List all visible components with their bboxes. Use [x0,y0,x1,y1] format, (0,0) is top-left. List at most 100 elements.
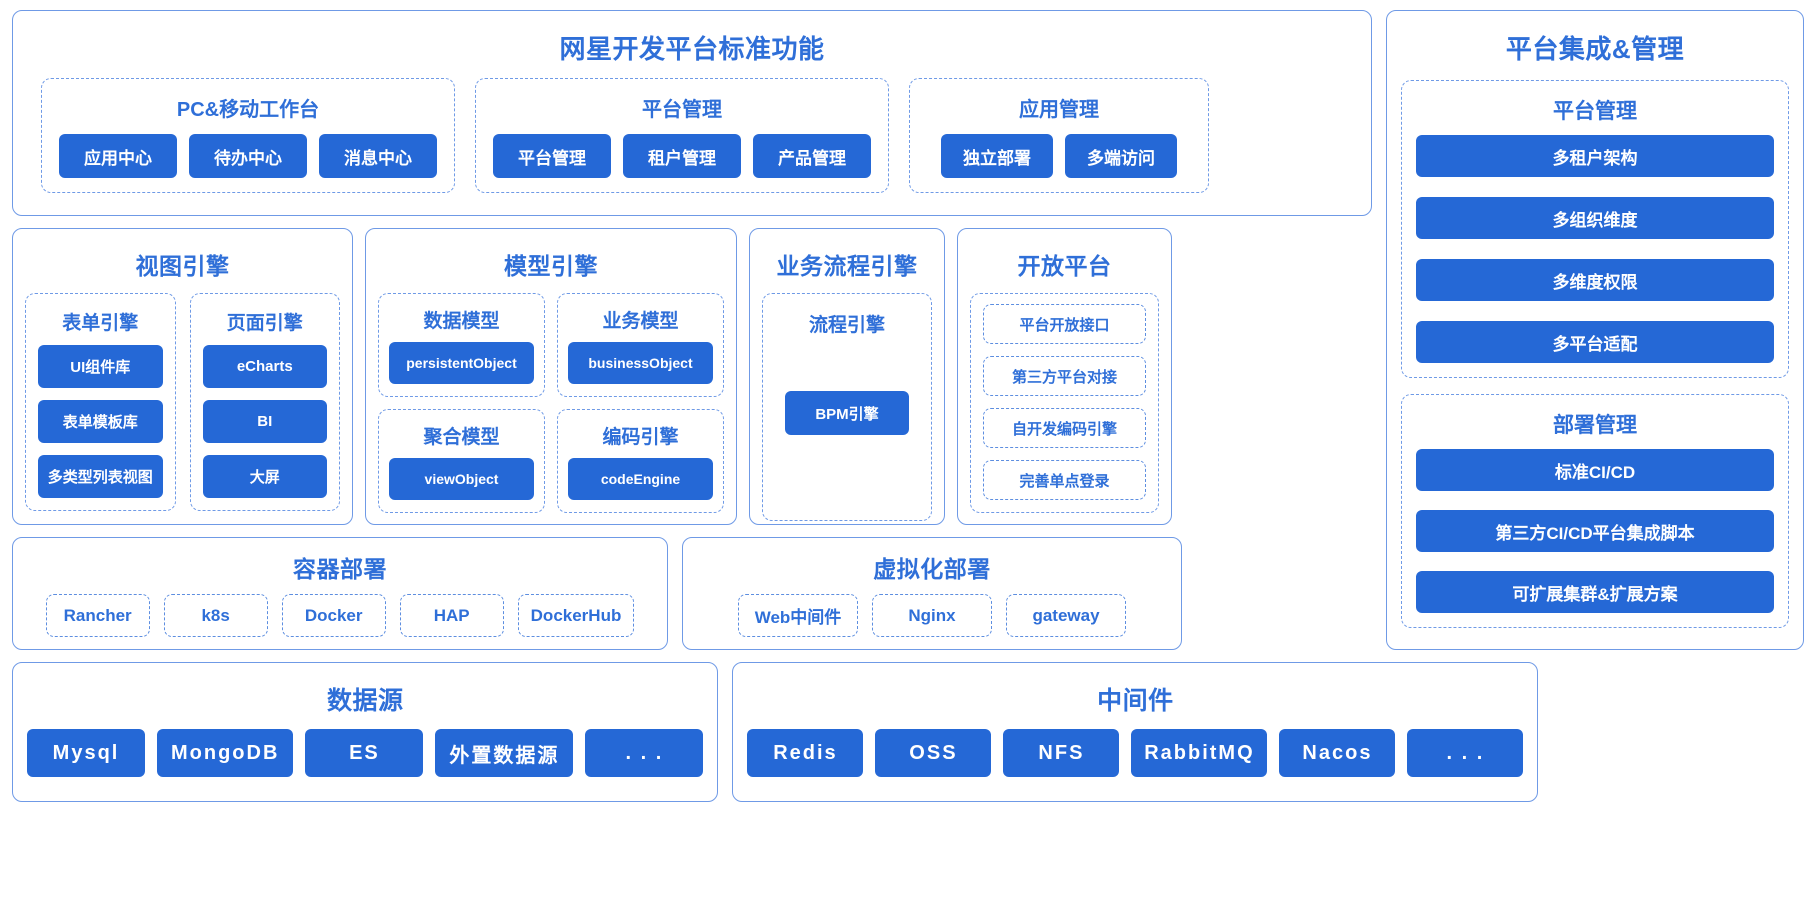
chip-platform-open-api[interactable]: 平台开放接口 [983,304,1146,344]
chip-mongodb[interactable]: MongoDB [157,729,294,777]
datasource-panel: 数据源 Mysql MongoDB ES 外置数据源 . . . [12,662,719,802]
group-integration-platform-management: 平台管理 多租户架构 多组织维度 多维度权限 多平台适配 [1401,80,1789,378]
datasource-chips: Mysql MongoDB ES 外置数据源 . . . [27,729,704,777]
chip-es[interactable]: ES [305,729,424,777]
chip-business-object[interactable]: businessObject [568,342,713,384]
chip-product-management[interactable]: 产品管理 [753,134,871,178]
group-application-management-title: 应用管理 [1019,99,1099,121]
standard-functions-panel: 网星开发平台标准功能 PC&移动工作台 应用中心 待办中心 消息中心 平台管理 … [12,10,1372,216]
container-deploy-chips: Rancher k8s Docker HAP DockerHub [27,594,653,637]
chip-middleware-more[interactable]: . . . [1407,729,1524,777]
model-engine-groups: 数据模型 persistentObject 业务模型 businessObjec… [378,293,724,513]
chip-bpm-engine[interactable]: BPM引擎 [785,391,909,435]
chip-ui-component-library[interactable]: UI组件库 [38,345,163,388]
chip-web-middleware[interactable]: Web中间件 [738,594,858,637]
chip-rancher[interactable]: Rancher [45,594,150,637]
open-platform-title: 开放平台 [1017,253,1112,279]
datasource-title: 数据源 [326,687,404,715]
model-engine-panel: 模型引擎 数据模型 persistentObject 业务模型 business… [365,228,737,525]
chip-rabbitmq[interactable]: RabbitMQ [1131,729,1268,777]
chip-multi-type-list-view[interactable]: 多类型列表视图 [38,455,163,498]
chip-message-center[interactable]: 消息中心 [319,134,437,178]
chip-app-center[interactable]: 应用中心 [59,134,177,178]
left-column: 网星开发平台标准功能 PC&移动工作台 应用中心 待办中心 消息中心 平台管理 … [12,10,1539,907]
integration-management-panel: 平台集成&管理 平台管理 多租户架构 多组织维度 多维度权限 多平台适配 部署管… [1386,10,1804,650]
group-process-engine: 流程引擎 BPM引擎 [762,293,932,521]
chip-single-sign-on[interactable]: 完善单点登录 [983,460,1146,500]
group-deployment-management-title: 部署管理 [1553,414,1637,437]
group-application-management-chips: 独立部署 多端访问 [922,134,1196,178]
middleware-title: 中间件 [1097,687,1174,715]
chip-third-party-cicd-script[interactable]: 第三方CI/CD平台集成脚本 [1416,510,1774,552]
chip-todo-center[interactable]: 待办中心 [189,134,307,178]
chip-standard-cicd[interactable]: 标准CI/CD [1416,449,1774,491]
group-workbench-title: PC&移动工作台 [176,99,320,121]
chip-gateway[interactable]: gateway [1006,594,1126,637]
chip-tenant-management[interactable]: 租户管理 [623,134,741,178]
chip-code-engine[interactable]: codeEngine [568,458,713,500]
chip-multi-dimension-permission[interactable]: 多维度权限 [1416,259,1774,301]
deployment-row: 容器部署 Rancher k8s Docker HAP DockerHub 虚拟… [12,537,1372,650]
chip-big-screen[interactable]: 大屏 [202,455,327,498]
chip-mysql[interactable]: Mysql [27,729,145,777]
chip-bi[interactable]: BI [202,400,327,443]
chip-redis[interactable]: Redis [747,729,864,777]
chip-multi-tenant-architecture[interactable]: 多租户架构 [1416,135,1774,177]
open-platform-panel: 开放平台 平台开放接口 第三方平台对接 自开发编码引擎 完善单点登录 [957,228,1172,525]
chip-nacos[interactable]: Nacos [1279,729,1396,777]
engine-row: 视图引擎 表单引擎 UI组件库 表单模板库 多类型列表视图 页面引擎 eChar… [12,228,1372,525]
chip-echarts[interactable]: eCharts [202,345,327,388]
virtualization-deploy-panel: 虚拟化部署 Web中间件 Nginx gateway [682,537,1182,650]
right-column: 平台集成&管理 平台管理 多租户架构 多组织维度 多维度权限 多平台适配 部署管… [1386,10,1804,907]
chip-self-developed-code-engine[interactable]: 自开发编码引擎 [983,408,1146,448]
group-process-engine-title: 流程引擎 [808,315,885,336]
group-aggregate-model: 聚合模型 viewObject [378,409,545,513]
chip-form-template-library[interactable]: 表单模板库 [38,400,163,443]
group-platform-management-title: 平台管理 [642,99,722,121]
chip-hap[interactable]: HAP [399,594,504,637]
chip-nginx[interactable]: Nginx [872,594,992,637]
open-platform-group: 平台开放接口 第三方平台对接 自开发编码引擎 完善单点登录 [970,293,1159,513]
group-deployment-management: 部署管理 标准CI/CD 第三方CI/CD平台集成脚本 可扩展集群&扩展方案 [1401,394,1789,628]
container-deploy-title: 容器部署 [293,556,387,582]
container-deploy-panel: 容器部署 Rancher k8s Docker HAP DockerHub [12,537,668,650]
business-flow-engine-title: 业务流程引擎 [776,253,918,279]
chip-scalable-cluster[interactable]: 可扩展集群&扩展方案 [1416,571,1774,613]
group-platform-management: 平台管理 平台管理 租户管理 产品管理 [475,78,889,193]
chip-third-party-integration[interactable]: 第三方平台对接 [983,356,1146,396]
chip-docker[interactable]: Docker [281,594,386,637]
middleware-panel: 中间件 Redis OSS NFS RabbitMQ Nacos . . . [732,662,1539,802]
business-flow-engine-panel: 业务流程引擎 流程引擎 BPM引擎 [749,228,945,525]
chip-platform-management[interactable]: 平台管理 [493,134,611,178]
chip-k8s[interactable]: k8s [163,594,268,637]
group-page-engine: 页面引擎 eCharts BI 大屏 [189,293,340,511]
view-engine-groups: 表单引擎 UI组件库 表单模板库 多类型列表视图 页面引擎 eCharts BI… [25,293,340,511]
chip-dockerhub[interactable]: DockerHub [517,594,635,637]
chip-multi-organization-dimension[interactable]: 多组织维度 [1416,197,1774,239]
group-integration-platform-management-title: 平台管理 [1553,100,1637,123]
view-engine-title: 视图引擎 [135,253,230,279]
group-platform-management-chips: 平台管理 租户管理 产品管理 [488,134,876,178]
integration-management-title: 平台集成&管理 [1505,34,1685,64]
data-row: 数据源 Mysql MongoDB ES 外置数据源 . . . 中间件 Red… [12,662,1539,802]
group-aggregate-model-title: 聚合模型 [423,427,500,448]
standard-functions-groups: PC&移动工作台 应用中心 待办中心 消息中心 平台管理 平台管理 租户管理 产… [27,78,1357,193]
chip-oss[interactable]: OSS [875,729,992,777]
group-application-management: 应用管理 独立部署 多端访问 [909,78,1209,193]
group-form-engine: 表单引擎 UI组件库 表单模板库 多类型列表视图 [25,293,176,511]
chip-view-object[interactable]: viewObject [389,458,534,500]
chip-multi-terminal-access[interactable]: 多端访问 [1065,134,1177,178]
chip-datasource-more[interactable]: . . . [585,729,704,777]
group-page-engine-title: 页面引擎 [226,313,303,334]
virtualization-deploy-chips: Web中间件 Nginx gateway [697,594,1167,637]
virtualization-deploy-title: 虚拟化部署 [873,556,991,582]
group-data-model-title: 数据模型 [423,311,500,332]
chip-persistent-object[interactable]: persistentObject [389,342,534,384]
group-business-model-title: 业务模型 [602,311,679,332]
chip-external-datasource[interactable]: 外置数据源 [435,729,574,777]
chip-nfs[interactable]: NFS [1003,729,1120,777]
group-code-engine-title: 编码引擎 [602,427,679,448]
chip-multi-platform-adaptation[interactable]: 多平台适配 [1416,321,1774,363]
chip-independent-deploy[interactable]: 独立部署 [941,134,1053,178]
